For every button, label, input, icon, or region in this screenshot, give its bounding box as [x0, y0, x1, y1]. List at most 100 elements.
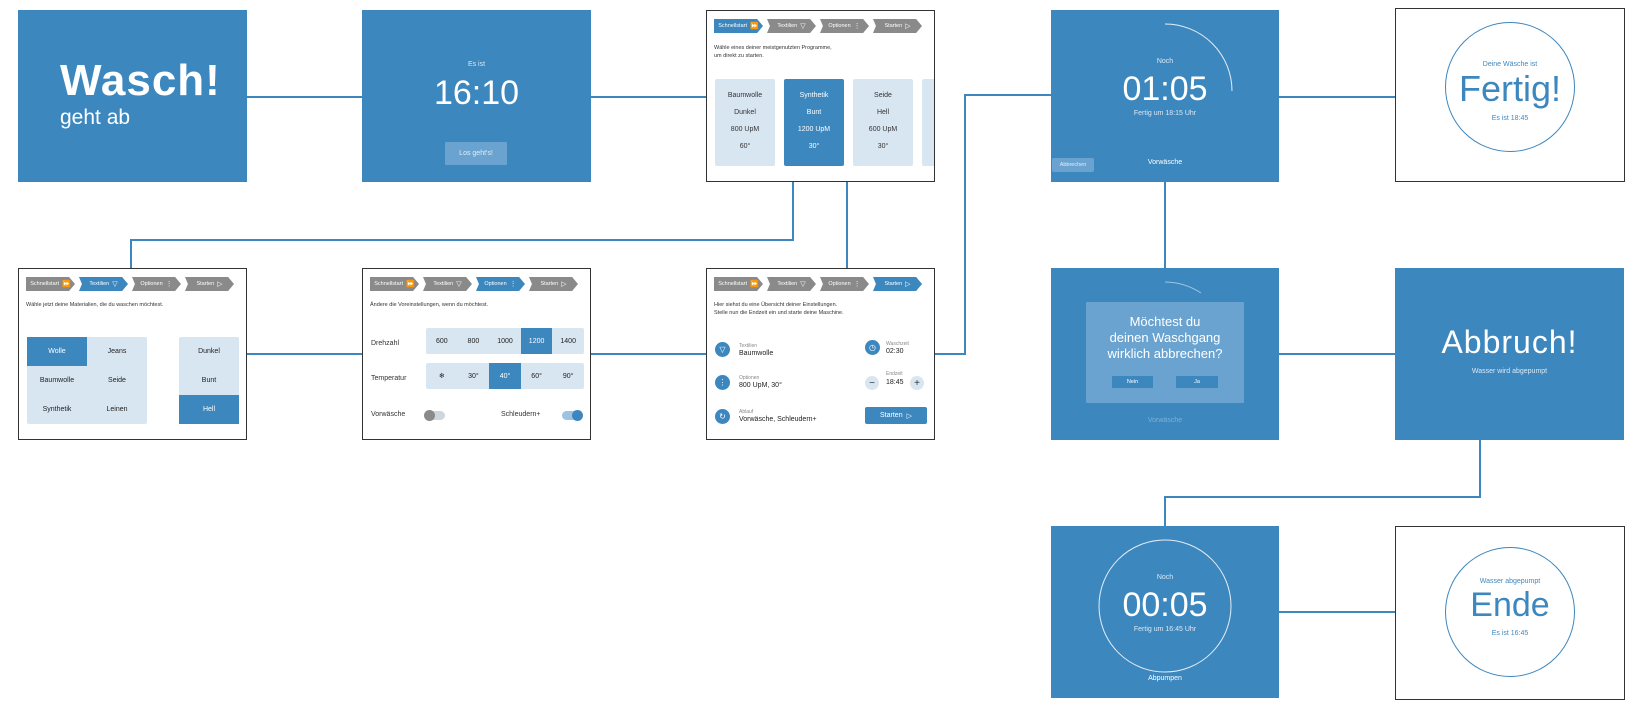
splash-screen: Wasch! geht ab: [18, 10, 247, 182]
fast-forward-icon: ⏩: [62, 281, 71, 288]
program-rpm: 600 UpM: [868, 126, 898, 133]
step-start[interactable]: Starten▷: [873, 19, 922, 33]
clock-screen: Es ist 16:10 Los geht's!: [362, 10, 591, 182]
step-textiles-label: Textilien: [89, 281, 110, 287]
minus-button[interactable]: −: [865, 376, 879, 390]
color-option[interactable]: Hell: [179, 395, 239, 424]
spin-selector: [426, 328, 584, 354]
step-quickstart-label: Schnellstart: [718, 281, 748, 287]
more-vert-icon: ⋮: [853, 281, 861, 288]
options-intro: Ändere die Voreinstellungen, wenn du möc…: [370, 302, 489, 308]
program-card-partial[interactable]: [922, 79, 934, 166]
quickstart-screen: Schnellstart⏩ Textilien▽ Optionen⋮ Start…: [706, 10, 935, 182]
step-textiles-label: Textilien: [777, 23, 798, 29]
step-options[interactable]: Optionen⋮: [820, 19, 869, 33]
duration-value: 02:30: [886, 348, 904, 355]
intro-line: Stelle nun die Endzeit ein und starte de…: [714, 310, 844, 316]
material-option[interactable]: Jeans: [107, 348, 127, 355]
play-icon: ▷: [905, 23, 911, 30]
color-option[interactable]: Bunt: [201, 377, 217, 384]
phase-label: Abpumpen: [1148, 675, 1182, 682]
done-time: Es ist 18:45: [1491, 115, 1529, 122]
step-start[interactable]: Starten▷: [873, 277, 922, 291]
textiles-intro: Wähle jetzt deine Materialien, die du wa…: [26, 302, 164, 308]
step-textiles[interactable]: Textilien▽: [423, 277, 472, 291]
end-time-value: 18:45: [886, 379, 904, 386]
more-vert-icon: ⋮: [509, 281, 517, 288]
end-time-label: Endzeit: [886, 371, 903, 377]
color-option[interactable]: Dunkel: [198, 348, 220, 355]
step-start[interactable]: Starten▷: [529, 277, 578, 291]
progress-arc: [1164, 281, 1202, 294]
quickstart-intro: Wähle eines deiner meistgenutzten Progra…: [714, 44, 832, 60]
done-screen: Deine Wäsche ist Fertig! Es ist 18:45: [1395, 8, 1625, 182]
play-icon: ▷: [561, 281, 567, 288]
step-options[interactable]: Optionen⋮: [476, 277, 525, 291]
material-option[interactable]: Baumwolle: [39, 377, 75, 384]
step-start-label: Starten: [540, 281, 559, 287]
program-rpm: 1200 UpM: [797, 126, 831, 133]
spin-option[interactable]: 1400: [560, 337, 576, 345]
step-start[interactable]: Starten▷: [185, 277, 234, 291]
plus-button[interactable]: +: [910, 376, 924, 390]
step-options-label: Optionen: [828, 281, 851, 287]
material-option[interactable]: Seide: [108, 377, 126, 384]
no-button[interactable]: Nein: [1112, 376, 1153, 388]
cancel-button[interactable]: Abbrechen: [1052, 158, 1094, 172]
options-screen: Schnellstart⏩ Textilien▽ Optionen⋮ Start…: [362, 268, 591, 440]
spin-option[interactable]: 600: [435, 337, 448, 345]
finish-time: Fertig um 16:45 Uhr: [1133, 626, 1197, 633]
start-button[interactable]: Starten▷: [865, 407, 927, 424]
start-button[interactable]: Los geht's!: [445, 142, 507, 165]
abort-screen: Abbruch! Wasser wird abgepumpt: [1395, 268, 1624, 440]
step-textiles[interactable]: Textilien▽: [79, 277, 128, 291]
extra-spin-toggle[interactable]: [562, 410, 583, 421]
summary-intro: Hier siehst du eine Übersicht deiner Ein…: [714, 301, 844, 317]
start-button-label: Starten: [880, 412, 903, 419]
toggle-knob: [572, 410, 583, 421]
spin-option[interactable]: 1200: [520, 328, 553, 354]
step-quickstart[interactable]: Schnellstart⏩: [714, 277, 763, 291]
step-textiles[interactable]: Textilien▽: [767, 277, 816, 291]
shirt-icon: ▽: [800, 281, 806, 288]
options-summary-value: 800 UpM, 30°: [739, 382, 782, 389]
breadcrumb: Schnellstart⏩ Textilien▽ Optionen⋮ Start…: [370, 277, 578, 291]
snowflake-icon[interactable]: ❄: [438, 373, 445, 380]
step-quickstart[interactable]: Schnellstart⏩: [370, 277, 419, 291]
step-start-label: Starten: [884, 281, 903, 287]
done-label: Deine Wäsche ist: [1482, 61, 1538, 68]
step-start-label: Starten: [884, 23, 903, 29]
step-quickstart[interactable]: Schnellstart⏩: [26, 277, 75, 291]
end-label: Wasser abgepumpt: [1479, 578, 1541, 585]
end-time: Es ist 16:45: [1491, 630, 1529, 637]
material-option[interactable]: Wolle: [27, 337, 87, 366]
step-quickstart[interactable]: Schnellstart⏩: [714, 19, 763, 33]
temperature-option[interactable]: 30°: [468, 372, 479, 380]
step-textiles-label: Textilien: [777, 281, 798, 287]
options-summary-label: Optionen: [739, 375, 760, 381]
app-subtitle: geht ab: [60, 106, 131, 129]
step-textiles[interactable]: Textilien▽: [767, 19, 816, 33]
material-option[interactable]: Synthetik: [42, 406, 72, 413]
program-temp: 30°: [877, 143, 889, 150]
shirt-icon: ▽: [456, 281, 462, 288]
step-options[interactable]: Optionen⋮: [820, 277, 869, 291]
prewash-toggle[interactable]: [424, 410, 445, 421]
step-options[interactable]: Optionen⋮: [132, 277, 181, 291]
progress-circle: [1098, 539, 1232, 673]
program-temp: 60°: [739, 143, 751, 150]
shirt-icon: ▽: [800, 23, 806, 30]
temperature-option[interactable]: 60°: [531, 372, 542, 380]
material-option[interactable]: Leinen: [106, 406, 128, 413]
spin-option[interactable]: 800: [467, 337, 480, 345]
yes-button[interactable]: Ja: [1176, 376, 1218, 388]
intro-line: Hier siehst du eine Übersicht deiner Ein…: [714, 302, 838, 308]
spin-option[interactable]: 1000: [497, 337, 513, 345]
temperature-option[interactable]: 90°: [562, 372, 574, 380]
temperature-option[interactable]: 40°: [489, 363, 521, 389]
progress-arc: [1164, 23, 1233, 92]
